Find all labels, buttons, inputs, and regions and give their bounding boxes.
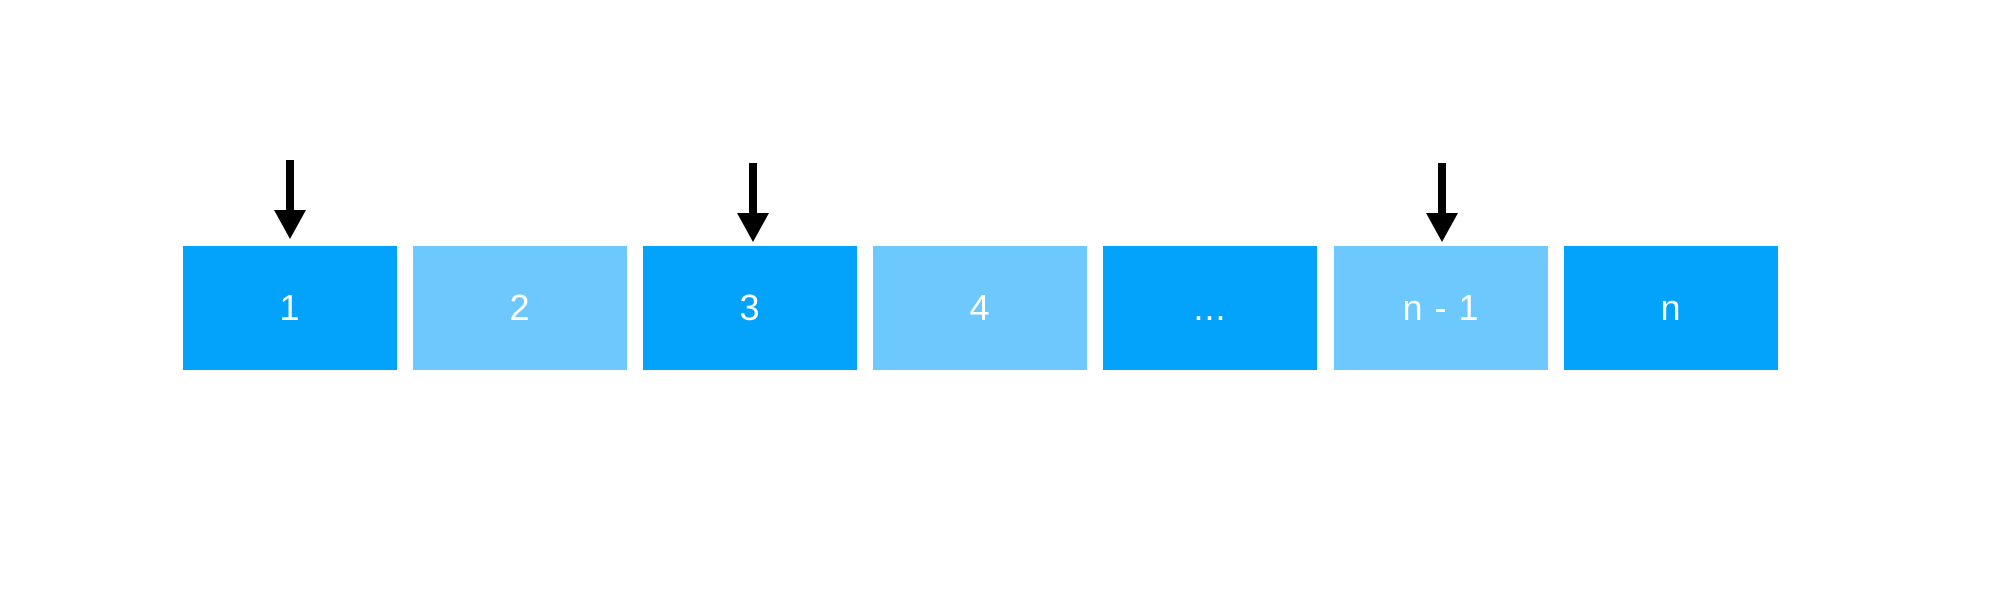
cell-label: n - 1 <box>1402 287 1480 328</box>
down-arrow-icon <box>274 160 306 239</box>
down-arrow-icon <box>1426 163 1458 242</box>
down-arrow-icon <box>737 163 769 242</box>
array-cell-2: 2 <box>413 246 627 370</box>
array-cell-4: 4 <box>873 246 1087 370</box>
cell-label: 2 <box>509 287 531 328</box>
cell-label: n <box>1660 287 1682 328</box>
array-cell-1: 1 <box>183 246 397 370</box>
array-cell-ellipsis: ... <box>1103 246 1317 370</box>
cell-label: 3 <box>739 287 761 328</box>
cell-label: 4 <box>969 287 991 328</box>
array-cell-n-minus-1: n - 1 <box>1334 246 1548 370</box>
cell-label: ... <box>1193 287 1227 328</box>
cell-label: 1 <box>279 287 301 328</box>
array-cell-3: 3 <box>643 246 857 370</box>
array-cell-n: n <box>1564 246 1778 370</box>
